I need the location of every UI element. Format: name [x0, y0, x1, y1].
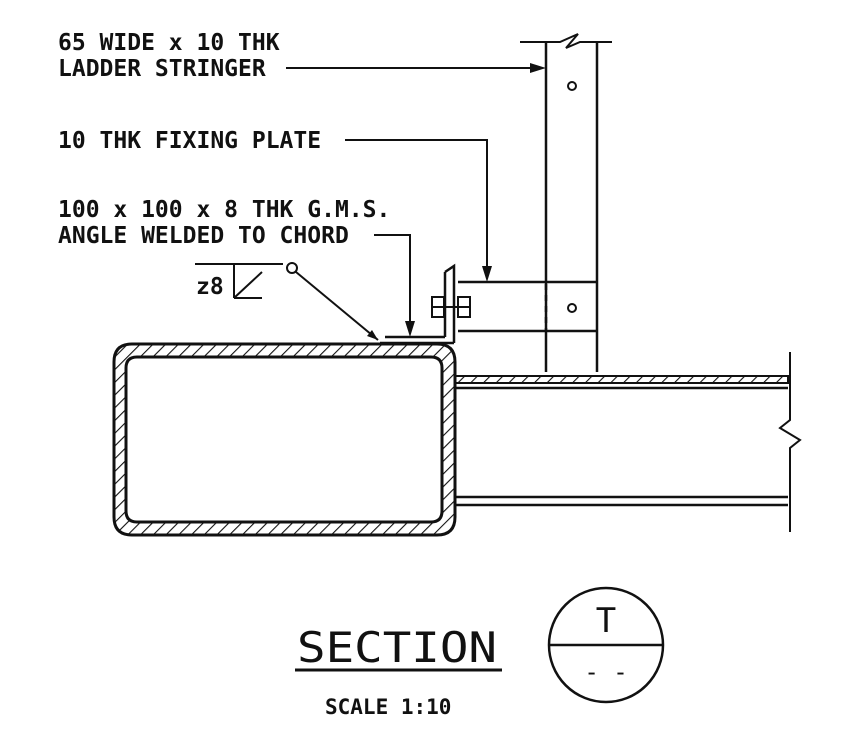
callout-sheet: - -: [584, 658, 627, 686]
callout-letter: T: [596, 601, 616, 641]
leader-angle: [374, 234, 415, 337]
leader-stringer: [286, 63, 546, 73]
fixing-plate: [458, 280, 597, 333]
weld-symbol: [195, 262, 379, 341]
bolt-hole-icon: [567, 303, 577, 313]
scale-label: SCALE 1:10: [325, 695, 451, 719]
section-callout-bubble: T - -: [547, 586, 665, 704]
angle-label-line1: 100 x 100 x 8 THK G.M.S.: [58, 197, 390, 223]
chord-rhs: [112, 342, 457, 537]
stringer-label-line1: 65 WIDE x 10 THK: [58, 30, 280, 56]
gms-angle: [380, 263, 456, 345]
angle-label-line2: ANGLE WELDED TO CHORD: [58, 223, 349, 249]
fixing-plate-label: 10 THK FIXING PLATE: [58, 128, 321, 154]
ladder-stringer: [520, 33, 612, 372]
floor-beam: [454, 352, 802, 532]
section-title: SECTION: [297, 623, 497, 672]
leader-fixing-plate: [345, 139, 492, 282]
weld-size-label: z8: [196, 274, 224, 300]
bolt-icon: [431, 296, 471, 318]
bolt-hole-icon: [567, 81, 577, 91]
stringer-label-line2: LADDER STRINGER: [58, 56, 266, 82]
